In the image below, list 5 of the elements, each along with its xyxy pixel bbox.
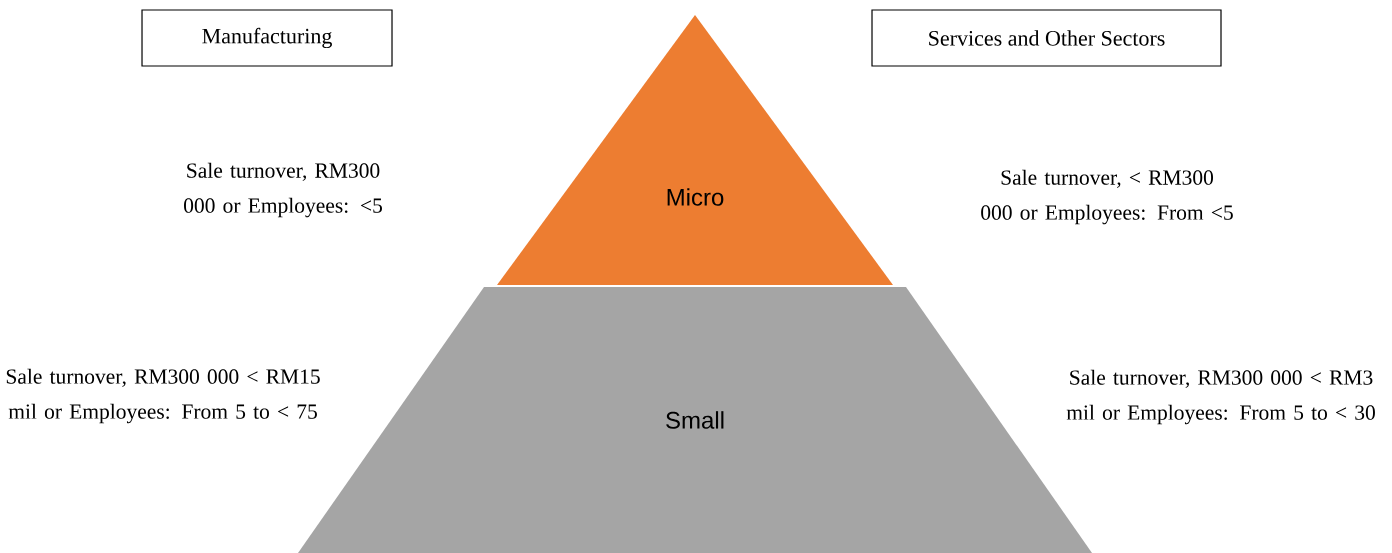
criteria-text: Sale turnover, < RM300 000 or Employees: From <5 bbox=[981, 169, 1233, 225]
pyramid-top: Micro bbox=[497, 15, 893, 285]
sector-box: Manufacturing bbox=[141, 9, 393, 67]
criteria-text: Sale turnover, RM300 000 or Employees: <5 bbox=[184, 162, 382, 218]
sector-box: Services and Other Sectors bbox=[871, 9, 1222, 67]
